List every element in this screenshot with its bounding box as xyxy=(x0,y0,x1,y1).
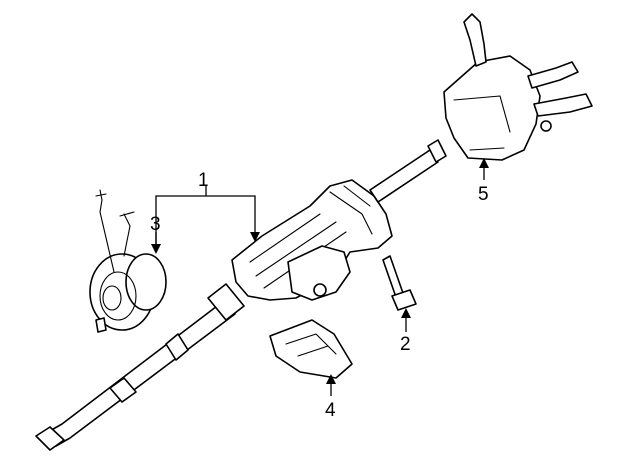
shaft-yoke-end xyxy=(35,426,65,451)
callout-2: 2 xyxy=(400,334,411,355)
shaft-joint xyxy=(207,283,245,321)
leader-4 xyxy=(326,374,336,396)
column-motor xyxy=(287,245,351,301)
part-column-cover xyxy=(269,319,353,379)
callout-1: 1 xyxy=(198,170,209,191)
switch-stalk-top xyxy=(463,13,487,67)
part-combination-switch xyxy=(443,13,593,161)
part-bolt xyxy=(382,255,417,311)
upper-shaft-end xyxy=(427,139,447,163)
leader-5 xyxy=(479,158,489,180)
upper-shaft xyxy=(369,149,439,203)
bolt-head xyxy=(391,289,417,311)
cover-body xyxy=(269,319,353,379)
part-clockspring xyxy=(89,189,167,333)
switch-connector-lower xyxy=(533,93,593,117)
callout-3: 3 xyxy=(150,214,161,235)
column-housing xyxy=(231,179,393,301)
clockspring-wire-2 xyxy=(123,213,131,257)
leader-2 xyxy=(401,308,411,332)
callout-5: 5 xyxy=(478,184,489,205)
shaft-sleeve-mid xyxy=(165,333,189,361)
leader-1 xyxy=(151,186,260,254)
switch-connector-right xyxy=(527,61,579,89)
part-steering-column xyxy=(35,139,447,451)
callout-4: 4 xyxy=(325,400,336,421)
shaft-sleeve-lower xyxy=(109,377,137,403)
switch-body xyxy=(443,55,541,161)
